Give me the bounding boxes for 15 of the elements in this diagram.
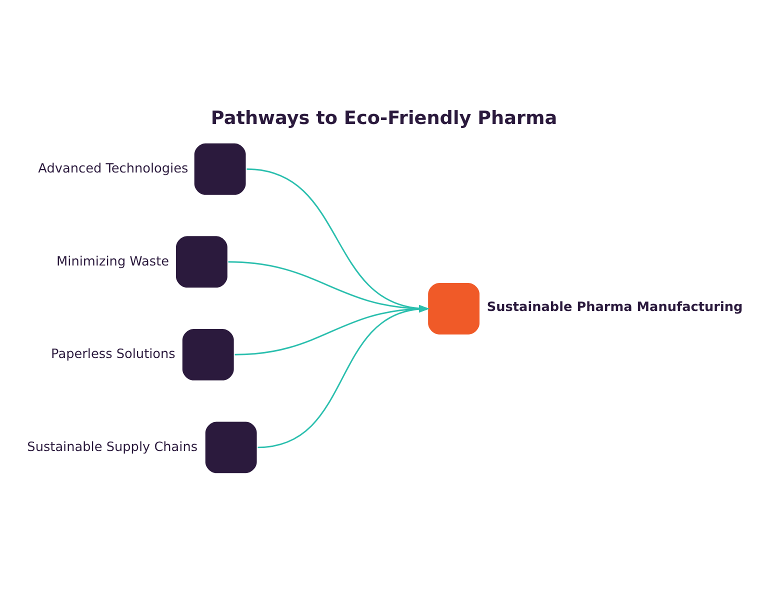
node-box	[176, 236, 228, 288]
node-label: Sustainable Pharma Manufacturing	[486, 300, 743, 316]
arrow	[234, 305, 430, 356]
node-box	[205, 422, 257, 474]
node-box	[194, 143, 246, 195]
node-label: Paperless Solutions	[51, 347, 176, 362]
node-box	[182, 328, 234, 380]
diagram-title: Pathways to Eco-Friendly Pharma	[210, 108, 558, 130]
node-label: Minimizing Waste	[56, 254, 170, 270]
node-label: Advanced Technologies	[38, 162, 188, 177]
node-label: Sustainable Supply Chains	[27, 440, 198, 455]
arrow	[258, 305, 430, 448]
node-box	[428, 283, 480, 334]
arrow	[246, 168, 430, 312]
arrow	[228, 261, 430, 312]
